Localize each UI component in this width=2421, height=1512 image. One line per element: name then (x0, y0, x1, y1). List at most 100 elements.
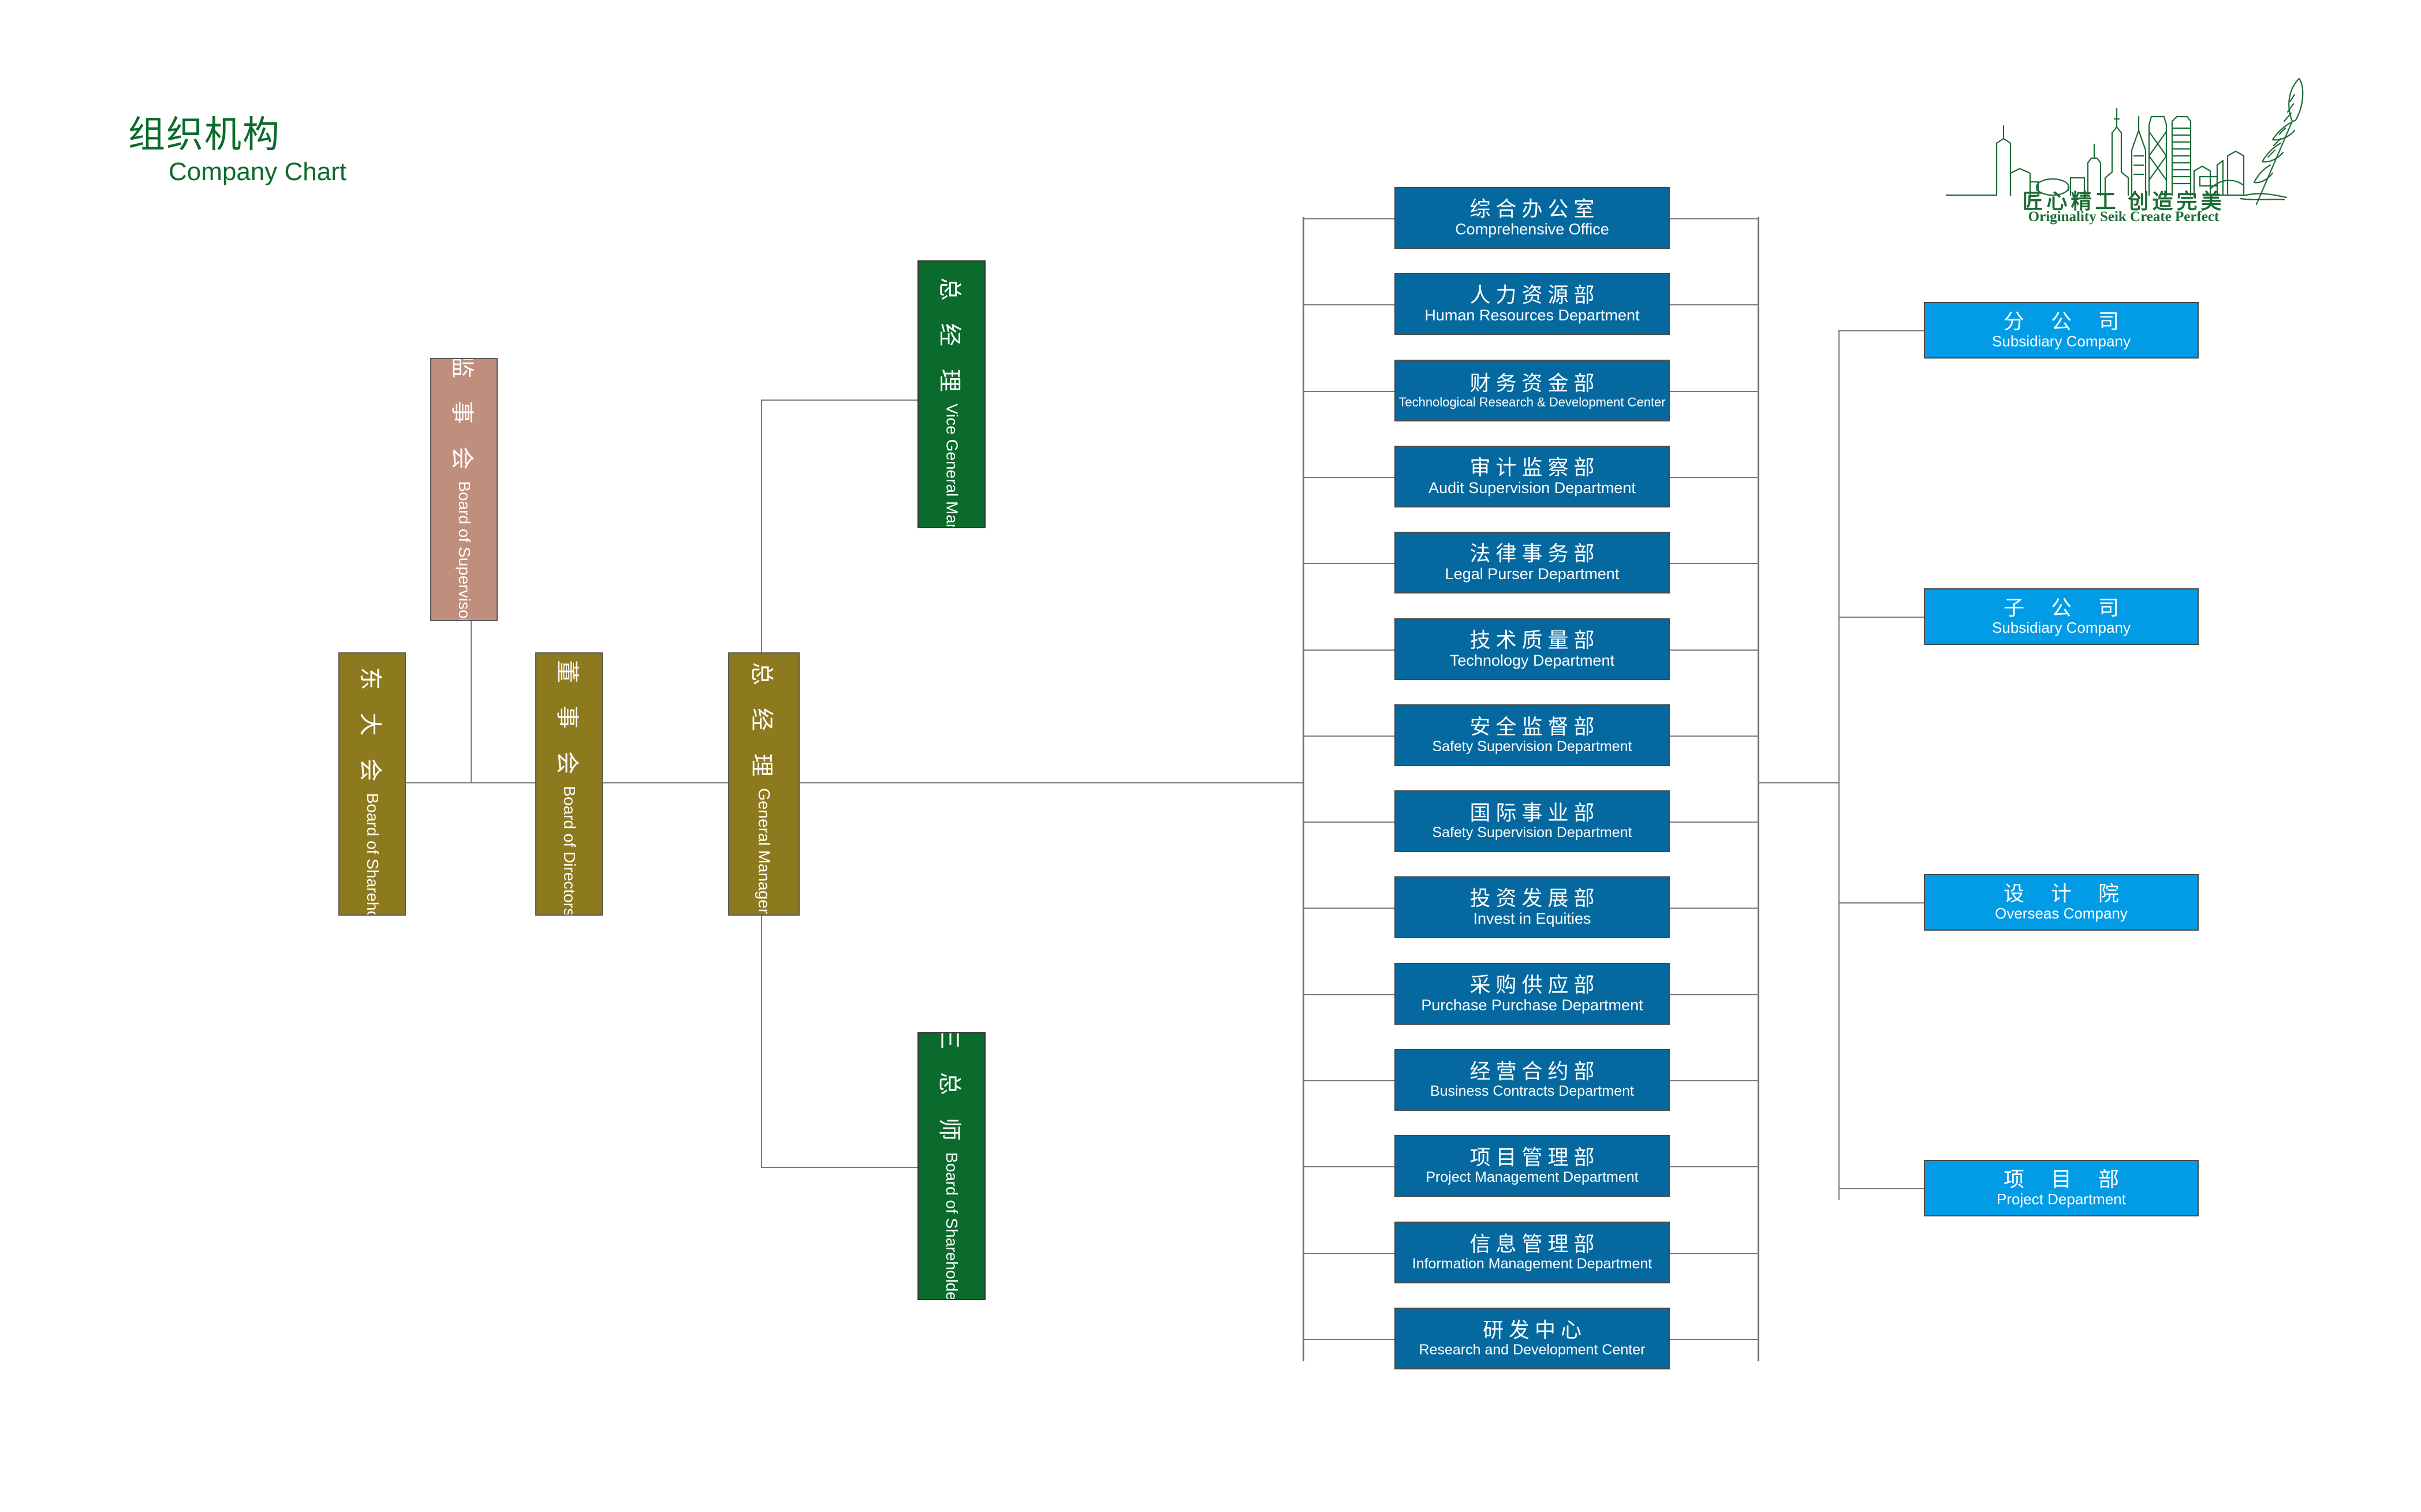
node-department-cn: 投资发展部 (1469, 886, 1600, 910)
connector-department-stub-left (1303, 1166, 1395, 1167)
connector-department-stub-left (1303, 477, 1395, 478)
connector-department-stub-left (1303, 649, 1395, 651)
node-department-en: Legal Purser Department (1445, 565, 1620, 583)
connector-directors-to-gm (600, 782, 729, 783)
node-department-cn: 安全监督部 (1469, 714, 1600, 738)
node-board-of-shareholders-en: Board of Shareholders (363, 793, 382, 916)
node-business-unit-cn: 项 目 部 (2003, 1167, 2129, 1191)
node-general-manager-cn: 总 经 理 (749, 662, 775, 785)
node-board-of-shareholders-cn: 股 东 大 会 (357, 652, 383, 790)
node-business-unit-en: Subsidiary Company (1992, 619, 2131, 637)
connector-department-stub-right (1670, 477, 1759, 478)
node-board-of-supervisors[interactable]: 监 事 会 Board of Supervisors (430, 358, 498, 621)
connector-department-stub-left (1303, 822, 1395, 823)
connector-shareholders-to-directors (404, 782, 536, 783)
node-department-cn: 采购供应部 (1469, 972, 1600, 996)
connector-department-stub-right (1670, 736, 1759, 737)
node-department-en: Purchase Purchase Department (1421, 996, 1643, 1014)
node-business-unit-en: Project Department (1997, 1190, 2126, 1208)
node-department-en: Human Resources Department (1424, 307, 1640, 324)
node-board-of-shareholders[interactable]: 股 东 大 会 Board of Shareholders (338, 652, 406, 916)
connector-dept-spine-to-unit-spine (1758, 782, 1839, 783)
node-business-unit-cn: 分 公 司 (2003, 309, 2129, 333)
node-board-of-directors[interactable]: 董 事 会 Board of Directors (535, 652, 603, 916)
logo-slogan-en: Originality Seik Create Perfect (2028, 209, 2219, 225)
node-board-of-supervisors-en: Board of Supervisors (455, 481, 473, 621)
connector-department-stub-right (1670, 391, 1759, 392)
node-department-en: Technological Research & Development Cen… (1398, 395, 1666, 409)
node-business-unit-en: Subsidiary Company (1992, 333, 2131, 350)
node-board-of-directors-cn: 董 事 会 (554, 660, 580, 783)
node-department-cn: 人力资源部 (1469, 282, 1600, 307)
connector-department-stub-right (1670, 218, 1759, 219)
connector-department-stub-left (1303, 736, 1395, 737)
connector-department-stub-left (1303, 304, 1395, 305)
connector-department-stub-right (1670, 304, 1759, 305)
node-department-cn: 经营合约部 (1469, 1059, 1600, 1083)
connector-department-stub-right (1670, 1166, 1759, 1167)
node-department-en: Information Management Department (1412, 1256, 1652, 1272)
node-three-chief-engineers[interactable]: 三 总 师 Board of Shareholders (917, 1032, 986, 1300)
node-department-cn: 审计监察部 (1469, 455, 1600, 479)
connector-department-stub-left (1303, 994, 1395, 995)
node-department-en: Comprehensive Office (1455, 221, 1609, 238)
node-three-chief-engineers-en: Board of Shareholders (943, 1152, 961, 1300)
node-department-cn: 研发中心 (1482, 1317, 1587, 1342)
connector-department-stub-left (1303, 908, 1395, 909)
node-department-cn: 项目管理部 (1469, 1145, 1600, 1169)
node-department-en: Safety Supervision Department (1432, 738, 1632, 755)
company-logo-icon (1946, 64, 2304, 237)
page-title: 组织机构 Company Chart (128, 115, 346, 186)
node-business-unit-cn: 设 计 院 (2003, 881, 2129, 905)
connector-department-stub-right (1670, 563, 1759, 564)
connector-department-right-spine (1758, 217, 1759, 1361)
node-department-cn: 国际事业部 (1469, 800, 1600, 824)
connector-unit-branch-3 (1838, 902, 1924, 904)
node-vice-general-manager-en: Vice General Manager (943, 403, 961, 528)
logo-slogan-cn: 匠心精工 创造完美 (2022, 190, 2225, 213)
connector-department-stub-left (1303, 218, 1395, 219)
node-board-of-supervisors-cn: 监 事 会 (449, 358, 475, 478)
node-department-cn: 财务资金部 (1469, 371, 1600, 395)
node-department-en: Audit Supervision Department (1428, 479, 1636, 497)
connector-department-stub-left (1303, 563, 1395, 564)
node-department-cn: 信息管理部 (1469, 1231, 1600, 1256)
node-department-cn: 法律事务部 (1469, 541, 1600, 565)
connector-department-left-spine (1303, 217, 1304, 1361)
connector-department-stub-right (1670, 822, 1759, 823)
node-general-manager[interactable]: 总 经 理 General Manager (728, 652, 800, 916)
connector-gm-vertical-up (761, 400, 762, 783)
node-business-unit-cn: 子 公 司 (2003, 595, 2129, 619)
node-department-cn: 综合办公室 (1469, 196, 1600, 221)
node-department-en: Business Contracts Department (1430, 1083, 1634, 1100)
node-general-manager-en: General Manager (755, 788, 774, 914)
node-vice-general-manager-cn: 副 总 经 理 (937, 260, 962, 400)
connector-department-stub-right (1670, 1253, 1759, 1254)
connector-department-stub-left (1303, 1253, 1395, 1254)
connector-gm-to-vice-gm (761, 400, 918, 401)
node-vice-general-manager[interactable]: 副 总 经 理 Vice General Manager (917, 260, 986, 528)
connector-department-stub-right (1670, 1080, 1759, 1081)
node-three-chief-engineers-cn: 三 总 师 (937, 1032, 963, 1149)
node-board-of-directors-en: Board of Directors (560, 786, 579, 916)
connector-gm-vertical-down (761, 782, 762, 1168)
